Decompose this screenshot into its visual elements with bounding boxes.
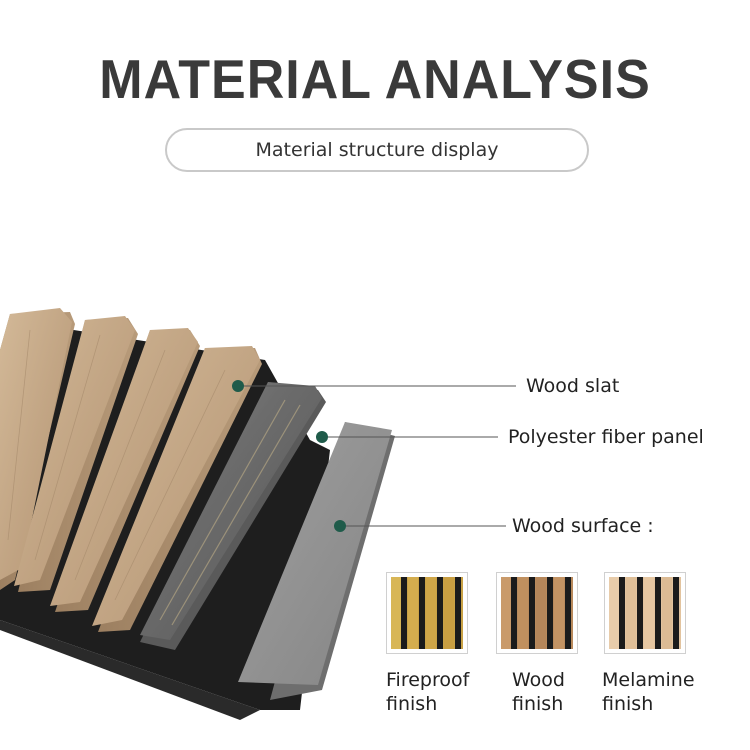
caption-wood: Wood finish	[512, 668, 565, 716]
caption-melamine: Melamine finish	[602, 668, 695, 716]
swatch-wood	[496, 572, 578, 654]
callout-dot-polyester	[316, 431, 328, 443]
subtitle-pill: Material structure display	[165, 128, 589, 172]
panel-shadow	[0, 620, 260, 720]
wood-slats	[0, 308, 262, 632]
caption-melamine-line1: Melamine	[602, 669, 695, 691]
page-title: MATERIAL ANALYSIS	[99, 49, 651, 111]
panel-illustration	[0, 308, 420, 720]
callout-dot-wood-slat	[232, 380, 244, 392]
surface-slat	[238, 422, 395, 700]
subtitle-text: Material structure display	[255, 139, 499, 161]
gray-slat	[140, 382, 326, 650]
swatch-melamine	[604, 572, 686, 654]
callout-label-wood-slat: Wood slat	[526, 375, 620, 397]
callout-extensions	[420, 385, 516, 527]
caption-fireproof-line1: Fireproof	[386, 669, 470, 691]
caption-wood-line2: finish	[512, 693, 564, 715]
swatch-fireproof	[386, 572, 468, 654]
caption-fireproof-line2: finish	[386, 693, 438, 715]
callout-label-surface: Wood surface :	[512, 515, 654, 537]
callout-label-polyester: Polyester fiber panel	[508, 426, 704, 448]
caption-wood-line1: Wood	[512, 669, 565, 691]
callout-dot-surface	[334, 520, 346, 532]
caption-melamine-line2: finish	[602, 693, 654, 715]
caption-fireproof: Fireproof finish	[386, 668, 469, 716]
